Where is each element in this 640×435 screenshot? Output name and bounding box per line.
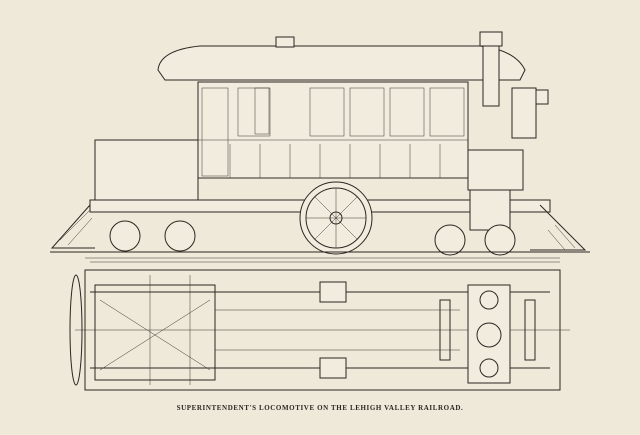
drawing-caption: SUPERINTENDENT'S LOCOMOTIVE ON THE LEHIG… (176, 404, 464, 412)
side-elevation (50, 31, 590, 259)
plan-view (69, 261, 570, 391)
